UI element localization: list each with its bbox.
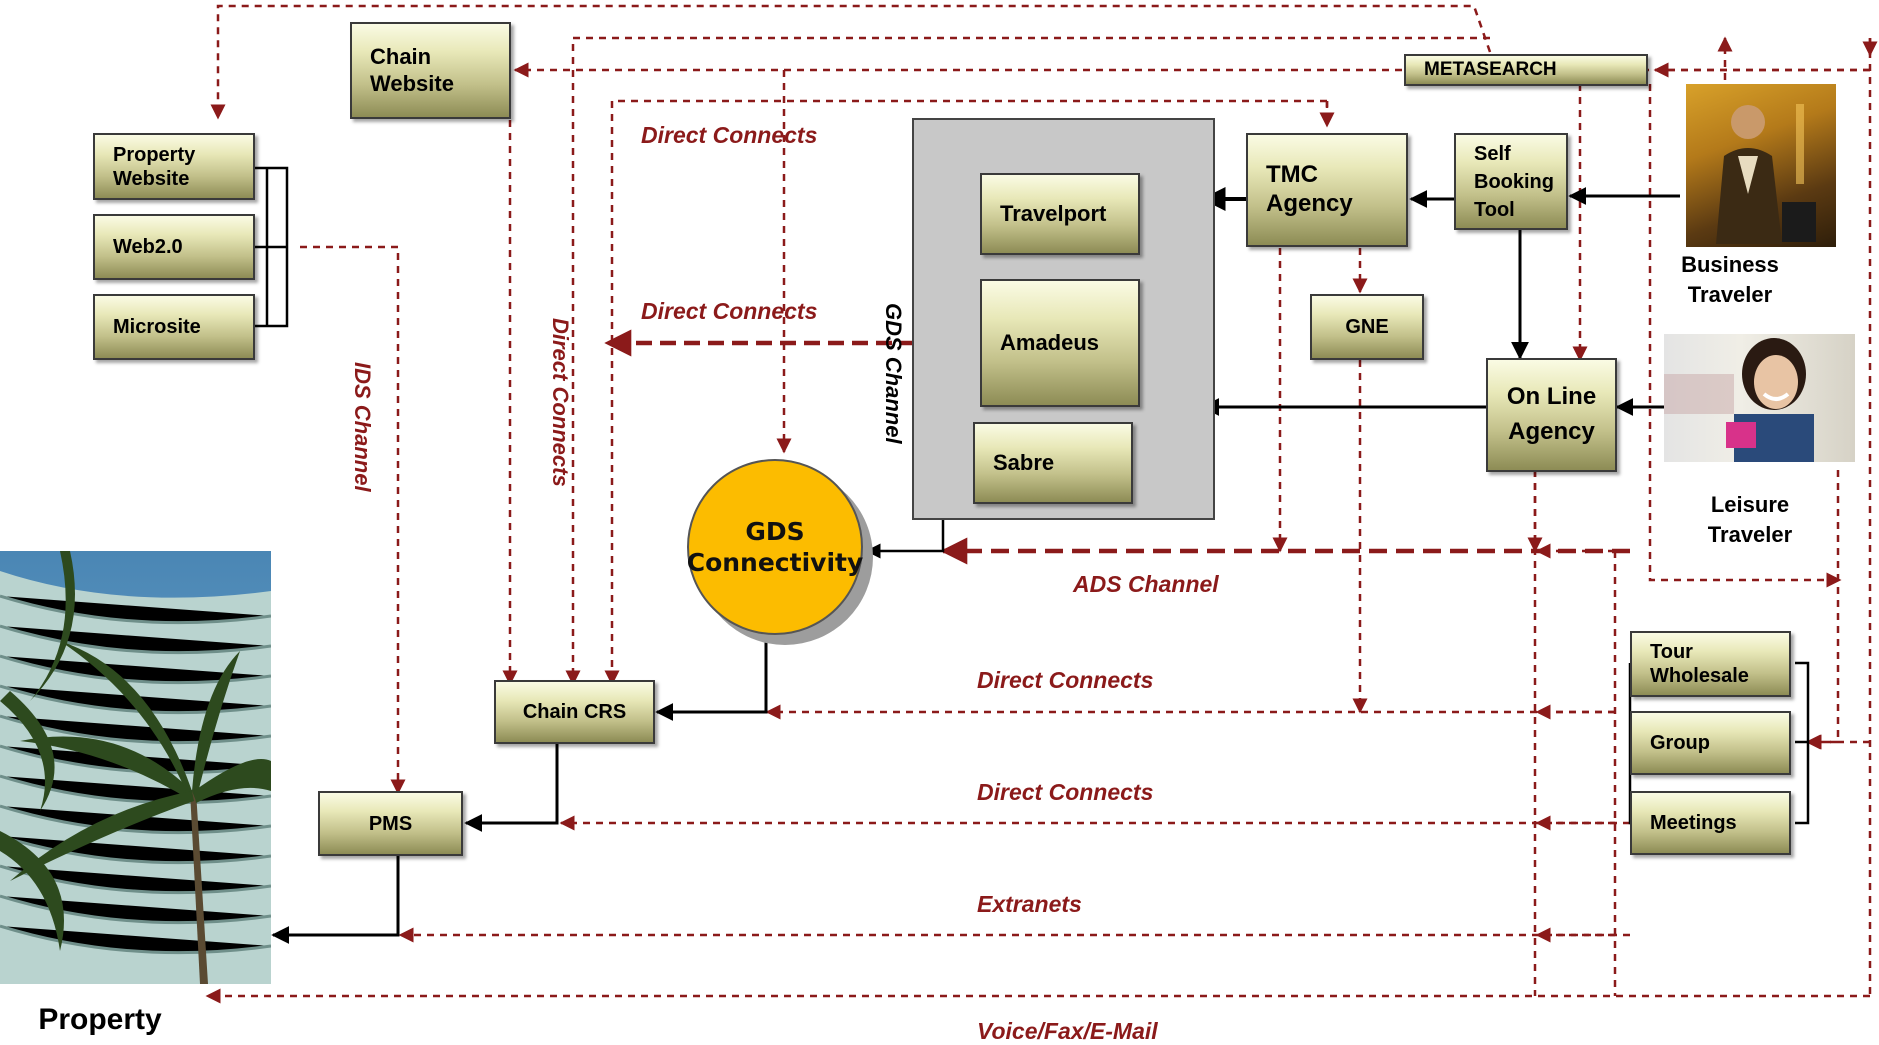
pms-box: PMS (318, 791, 463, 856)
metasearch-label: METASEARCH (1424, 58, 1557, 80)
self-booking-tool-label: Self Booking Tool (1474, 142, 1554, 221)
gds-channel-label: GDS Channel (881, 303, 906, 444)
meta-to-property-website-line (210, 4, 1492, 120)
chain-crs-label: Chain CRS (522, 701, 627, 723)
gds-connectivity-circle: GDS Connectivity (687, 459, 863, 635)
voice-fax-email-label: Voice/Fax/E-Mail (977, 1018, 1158, 1044)
chain-website-box: Chain Website (350, 22, 511, 119)
sabre-box: Sabre (973, 422, 1133, 504)
leisure-traveler-label: Leisure Traveler (1707, 492, 1793, 547)
leisure-traveler-photo (1664, 334, 1855, 462)
chain-website-crs-line-2 (565, 36, 1490, 686)
direct-connects-label-1: Direct Connects (641, 122, 818, 148)
amadeus-box: Amadeus (980, 279, 1140, 407)
group-box: Group (1630, 711, 1791, 775)
extranets-label: Extranets (977, 891, 1082, 917)
amadeus-label: Amadeus (1000, 329, 1100, 355)
business-traveler-label: Business Traveler (1681, 252, 1779, 307)
direct-connects-top-line (604, 99, 1327, 686)
property-website-label: Property Website (113, 143, 196, 190)
self-booking-tool-box: Self Booking Tool (1454, 133, 1568, 230)
sabre-label: Sabre (993, 449, 1055, 475)
direct-connects-label-3: Direct Connects (977, 667, 1154, 693)
property-photo (0, 551, 271, 984)
business-traveler-photo (1686, 84, 1836, 247)
microsite-box: Microsite (93, 294, 255, 360)
metasearch-box: METASEARCH (1404, 54, 1648, 86)
gne-box: GNE (1310, 294, 1424, 360)
travelport-label: Travelport (1000, 200, 1107, 226)
chain-crs-box: Chain CRS (494, 680, 655, 744)
tmc-agency-label: TMC Agency (1266, 161, 1353, 217)
online-agency-label: On Line Agency (1506, 383, 1597, 445)
tour-wholesale-box: Tour Wholesale (1630, 631, 1791, 697)
gds-connectivity-label: GDS Connectivity (686, 516, 864, 577)
direct-connects-vertical-label: Direct Connects (548, 318, 573, 487)
ids-channel-label: IDS Channel (350, 362, 375, 492)
meetings-label: Meetings (1650, 812, 1737, 834)
property-label: Property (38, 1003, 162, 1036)
tour-wholesale-label: Tour Wholesale (1650, 641, 1749, 687)
ads-channel-label: ADS Channel (1073, 571, 1219, 597)
web20-label: Web2.0 (113, 236, 183, 258)
gne-label: GNE (1345, 316, 1389, 338)
ids-channel-line (300, 245, 406, 795)
chain-website-label: Chain Website (370, 44, 454, 96)
tmc-agency-box: TMC Agency (1246, 133, 1408, 247)
pms-label: PMS (368, 812, 413, 835)
direct-connects-label-2: Direct Connects (641, 298, 818, 324)
meetings-box: Meetings (1630, 791, 1791, 855)
group-label: Group (1650, 732, 1710, 754)
web20-box: Web2.0 (93, 214, 255, 280)
online-agency-box: On Line Agency (1486, 358, 1617, 472)
direct-connects-label-4: Direct Connects (977, 779, 1154, 805)
microsite-label: Microsite (113, 316, 201, 338)
travelport-box: Travelport (980, 173, 1140, 255)
property-website-box: Property Website (93, 133, 255, 200)
